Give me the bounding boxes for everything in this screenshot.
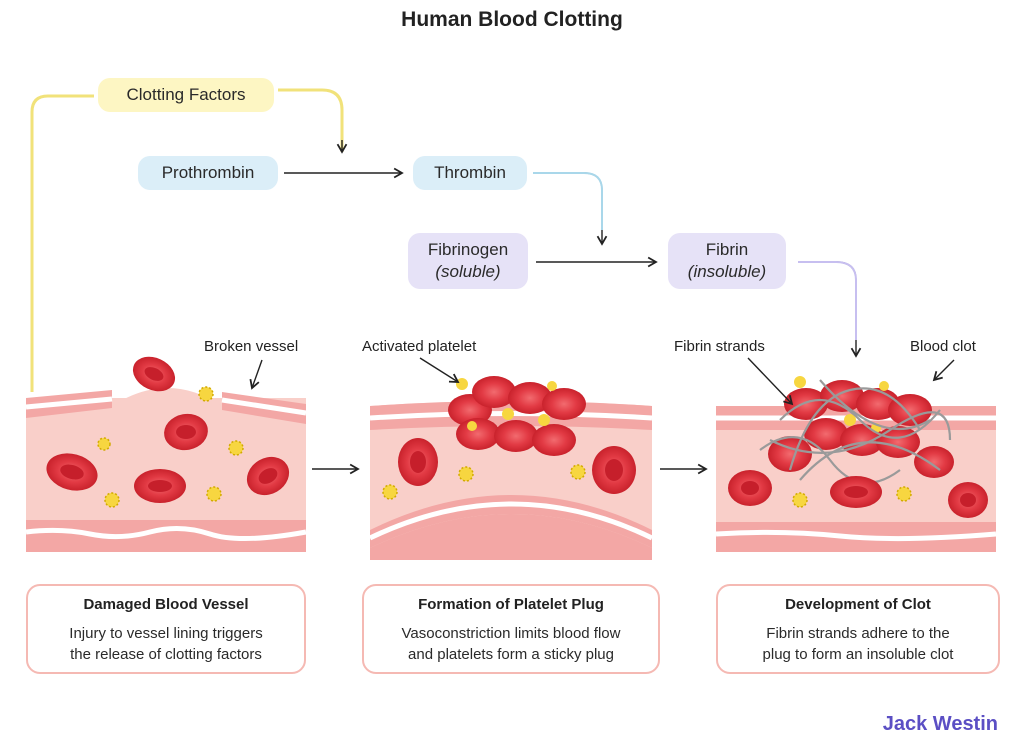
step-description-line: Injury to vessel lining triggers [69, 625, 263, 642]
fibrin-label: Fibrin [705, 240, 749, 259]
step-description-line: plug to form an insoluble clot [762, 646, 954, 663]
step-card-platelet-plug: Formation of Platelet Plug Vasoconstrict… [362, 584, 660, 674]
page-title: Human Blood Clotting [401, 8, 623, 31]
platelet-plug-illustration [368, 357, 654, 560]
prothrombin-label: Prothrombin [161, 163, 255, 182]
step-card-damaged-vessel: Damaged Blood Vessel Injury to vessel li… [26, 584, 306, 674]
clotting-factors-label: Clotting Factors [126, 85, 246, 104]
fibrinogen-pill: Fibrinogen (soluble) [408, 233, 528, 289]
step-heading: Formation of Platelet Plug [418, 596, 604, 613]
activated-platelet-label: Activated platelet [362, 338, 477, 355]
arrow-fibrin-to-clot [798, 261, 862, 358]
fibrin-pill: Fibrin (insoluble) [668, 233, 786, 289]
arrow-thrombin-to-conversion [533, 172, 608, 246]
step-description: Injury to vessel lining triggers the rel… [28, 623, 304, 665]
broken-vessel-label: Broken vessel [204, 338, 299, 355]
step-description-line: Fibrin strands adhere to the [766, 625, 950, 642]
step-description: Vasoconstriction limits blood flow and p… [364, 623, 658, 665]
step-description-line: and platelets form a sticky plug [408, 646, 614, 663]
arrow-factors-to-conversion [278, 88, 344, 152]
clotting-factors-pill: Clotting Factors [98, 78, 274, 112]
step-heading: Damaged Blood Vessel [83, 596, 249, 613]
damaged-vessel-illustration [25, 356, 307, 552]
clot-illustration [715, 357, 997, 552]
step-heading: Development of Clot [785, 596, 931, 613]
fibrin-sub-label: (insoluble) [687, 262, 767, 281]
prothrombin-pill: Prothrombin [138, 156, 278, 190]
fibrinogen-label: Fibrinogen [427, 240, 509, 259]
arrow-injury-to-factors [30, 94, 94, 392]
step-description: Fibrin strands adhere to the plug to for… [718, 623, 998, 665]
fibrin-strands-label: Fibrin strands [674, 338, 765, 355]
step-description-line: the release of clotting factors [70, 646, 262, 663]
brand-logo: Jack Westin [882, 713, 998, 735]
step-card-clot: Development of Clot Fibrin strands adher… [716, 584, 1000, 674]
blood-clot-label: Blood clot [910, 338, 976, 355]
thrombin-pill: Thrombin [413, 156, 527, 190]
fibrinogen-sub-label: (soluble) [435, 262, 501, 281]
step-description-line: Vasoconstriction limits blood flow [401, 625, 621, 642]
thrombin-label: Thrombin [434, 163, 506, 182]
